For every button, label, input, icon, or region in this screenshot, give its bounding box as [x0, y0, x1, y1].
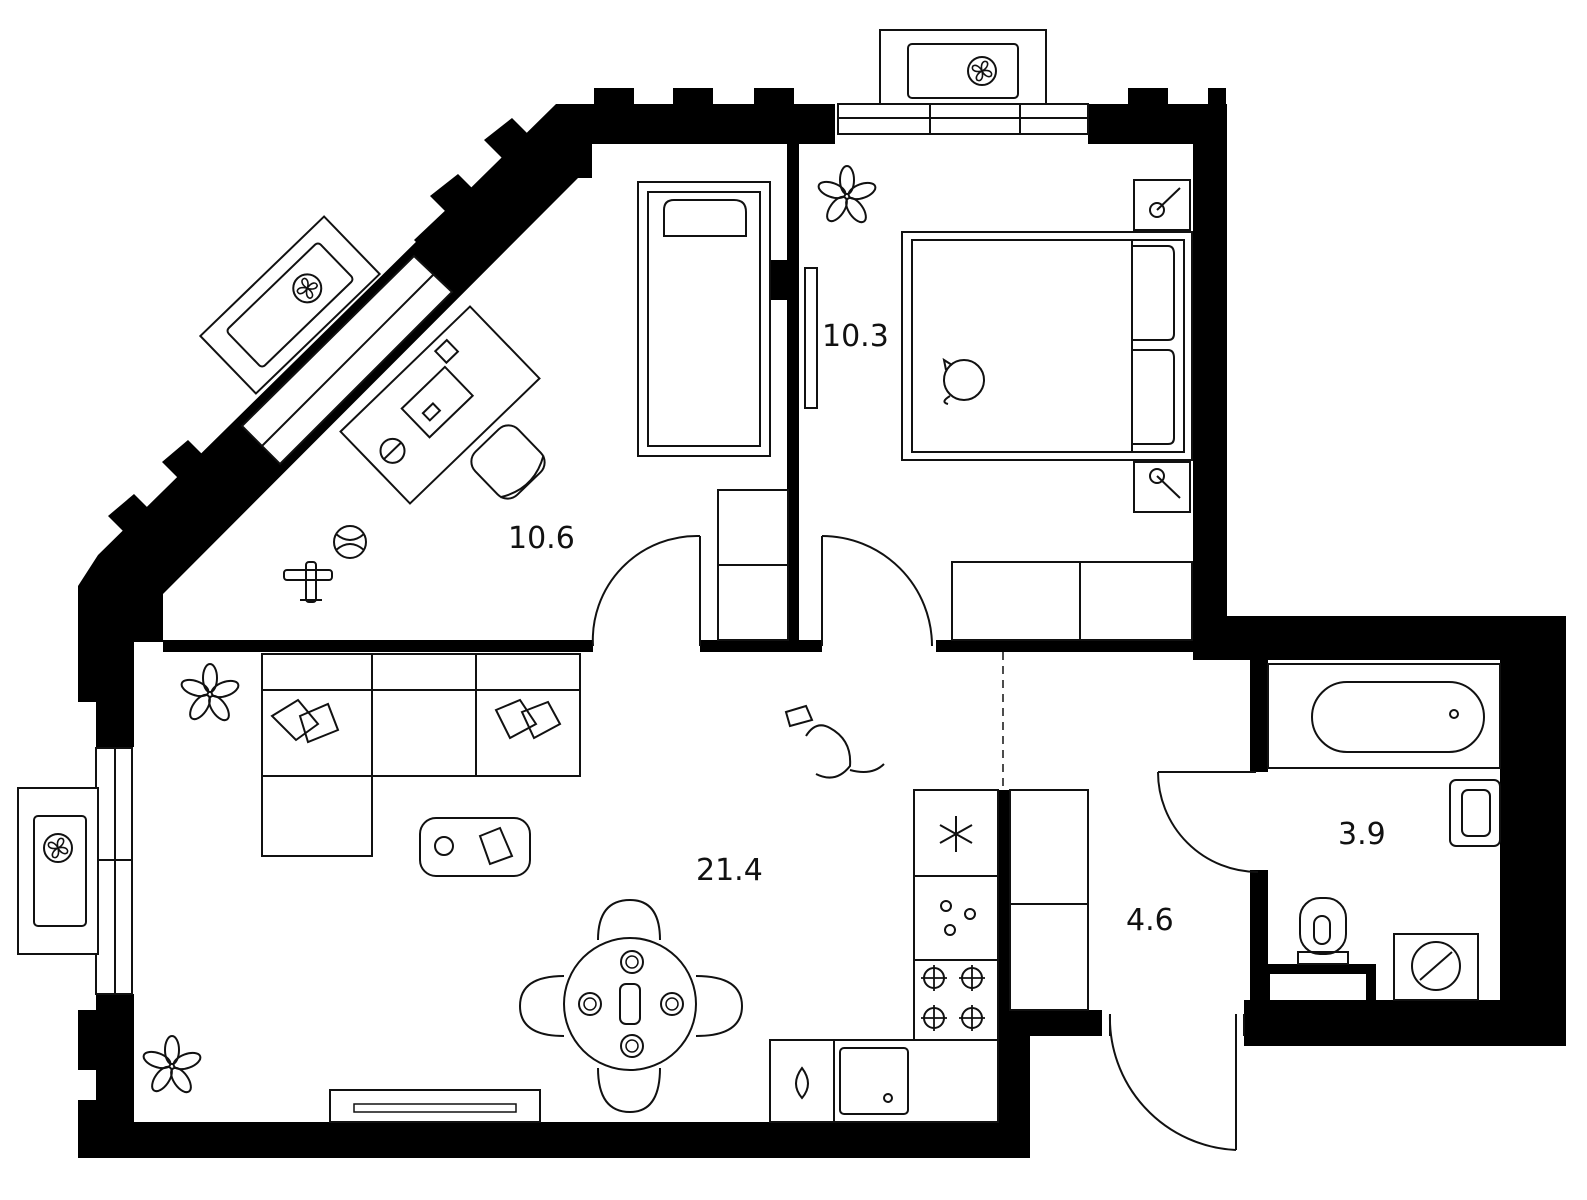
mirror	[804, 267, 818, 409]
coffee-table	[419, 817, 531, 877]
room-area-bedroom-1: 10.6	[508, 521, 575, 556]
toilet	[1297, 897, 1349, 965]
washing-machine	[1393, 933, 1479, 1001]
hallway-wardrobe	[1009, 789, 1089, 1011]
outdoor-unit-left	[17, 787, 99, 955]
outdoor-unit-top	[879, 29, 1047, 105]
sink	[1449, 779, 1501, 847]
corner-sofa	[261, 653, 581, 857]
wardrobe-2	[951, 561, 1193, 641]
cat-icon	[942, 357, 985, 405]
snowflake-icon	[939, 816, 973, 852]
room-area-bedroom-2: 10.3	[822, 319, 889, 354]
nightstand-bottom	[1133, 461, 1191, 513]
room-area-bathroom: 3.9	[1338, 817, 1386, 852]
ball-icon	[333, 525, 367, 559]
desk	[339, 305, 541, 505]
wardrobe-1	[717, 489, 789, 641]
plant-icon	[140, 1035, 204, 1097]
windows	[95, 103, 1089, 995]
tv-stand	[329, 1089, 541, 1123]
dog-icon	[784, 704, 885, 779]
kitchen-counter	[769, 789, 999, 1123]
bathtub	[1267, 663, 1501, 769]
nightstand-top	[1133, 179, 1191, 231]
plant-icon	[815, 165, 879, 227]
doors	[591, 534, 1259, 1151]
dining-table	[518, 898, 744, 1114]
double-bed	[901, 231, 1193, 461]
single-bed	[637, 181, 771, 457]
desk-chair	[470, 424, 546, 500]
toy-plane-icon	[283, 561, 333, 603]
outdoor-unit-diagonal	[198, 215, 382, 395]
stove	[920, 964, 986, 1032]
interior-walls	[163, 144, 1196, 1022]
room-area-hallway: 4.6	[1126, 903, 1174, 938]
room-area-living-kitchen: 21.4	[696, 853, 763, 888]
plant-icon	[178, 663, 242, 725]
